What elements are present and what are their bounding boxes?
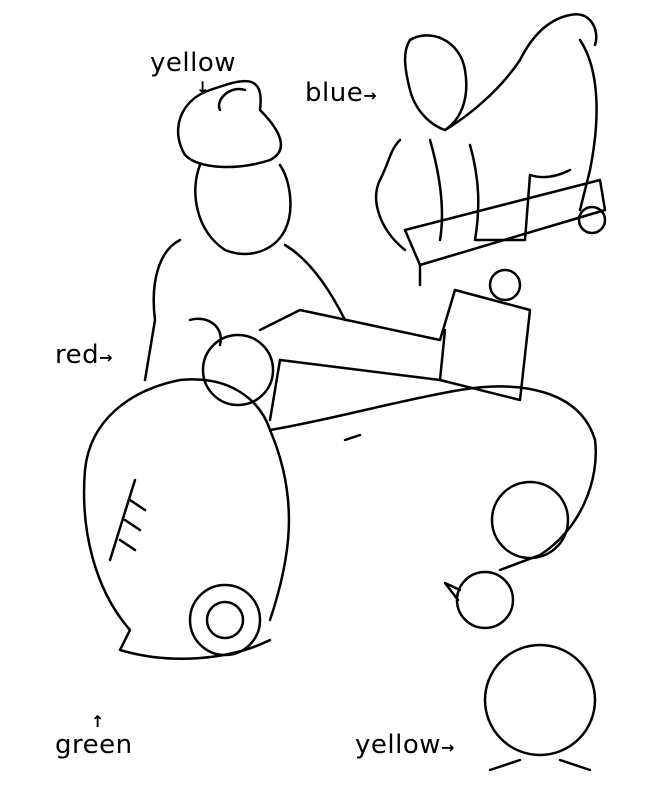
toy-car <box>82 333 597 660</box>
arrow-right-icon: → <box>363 86 378 105</box>
label-horse-color: blue→ <box>305 78 377 108</box>
label-shirt-color: red→ <box>55 340 113 370</box>
boy <box>143 79 347 382</box>
toy-horse <box>375 12 607 302</box>
arrow-up-icon: ↑ <box>91 712 105 731</box>
color-word: yellow <box>150 48 237 78</box>
color-word: yellow <box>355 730 442 760</box>
label-duck-color: yellow→ <box>355 730 455 760</box>
color-word: green <box>55 730 133 760</box>
arrow-right-icon: → <box>99 348 114 367</box>
label-hat-color: yellow ↓ <box>150 48 237 97</box>
color-word: red <box>55 340 100 370</box>
toy-duck <box>443 570 597 772</box>
arrow-down-icon: ↓ <box>196 78 210 97</box>
color-word: blue <box>305 78 364 108</box>
wagon-box <box>258 288 532 422</box>
label-car-color: ↑ green <box>55 712 133 760</box>
arrow-right-icon: → <box>441 738 455 757</box>
